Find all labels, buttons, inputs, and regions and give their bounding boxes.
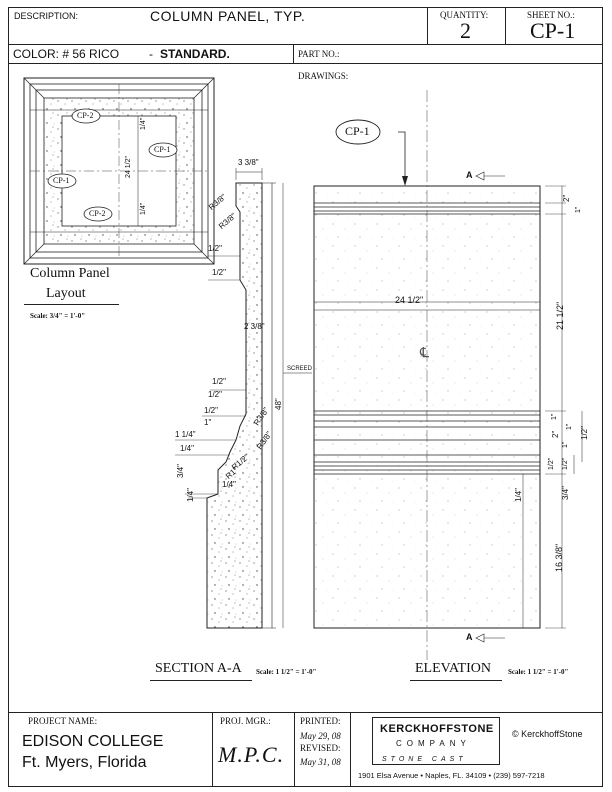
layout-dim-1: 1/4" (140, 117, 147, 130)
section-dim-h2: 1/2" (212, 268, 226, 277)
elev-dim-d13: 16 3/8" (554, 543, 564, 572)
company-logo-box (372, 717, 500, 765)
mgr-label: PROJ. MGR.: (220, 716, 271, 726)
elev-dim-d6: 1" (562, 441, 569, 448)
section-dim-c3: 1/4" (186, 488, 195, 502)
elev-dim-d3: 21 1/2" (555, 301, 565, 330)
section-dim-mid: 2 3/8" (244, 322, 265, 331)
section-title-underline (150, 680, 252, 681)
layout-title-2: Layout (46, 286, 86, 301)
section-dim-b2: 1/4" (180, 444, 194, 453)
elevation-width: 24 1/2" (395, 295, 424, 305)
elevation-tag: CP-1 (345, 124, 370, 138)
elev-dim-d10: 1/2" (562, 457, 569, 470)
section-dim-c2: 1/4" (222, 480, 236, 489)
elevation-panel (313, 90, 583, 660)
quantity-value: 2 (460, 18, 471, 43)
section-profile (175, 168, 312, 629)
layout-dim-3: 1/4" (140, 202, 147, 215)
elevation-centerline: ℄ (420, 346, 429, 361)
layout-tag-cp2-top: CP-2 (77, 111, 94, 120)
revised-value: May 31, 08 (300, 757, 341, 767)
elev-dim-d1: 2" (562, 194, 571, 202)
elev-dim-d4: 1" (551, 413, 558, 420)
section-title: SECTION A-A (155, 661, 242, 676)
section-screed: SCREED (287, 366, 313, 372)
elevation-cut-a-bottom: A (466, 632, 473, 642)
section-dim-top: 3 3/8" (238, 158, 259, 167)
footer-div-2 (294, 712, 295, 787)
project-name: EDISON COLLEGE (22, 733, 164, 750)
revised-label: REVISED: (300, 743, 341, 753)
company-copyright: © KerckhoffStone (512, 729, 583, 739)
header-bottom-line (8, 44, 603, 45)
section-dim-h1: 1/2" (208, 244, 222, 253)
elevation-scale: Scale: 1 1/2" = 1'-0" (508, 668, 569, 676)
header-divider-2 (505, 7, 506, 45)
section-dim-a1: 1/2" (212, 377, 226, 386)
elevation-cut-a-top: A (466, 170, 473, 180)
elevation-title-underline (410, 680, 502, 681)
company-tag: STONE CAST (382, 756, 467, 763)
company-name: KERCKHOFFSTONE (380, 723, 494, 735)
layout-scale: Scale: 3/4" = 1'-0" (30, 312, 86, 320)
elev-dim-d11: 3/4" (561, 486, 570, 500)
section-dim-a2: 1/2" (208, 390, 222, 399)
elev-dim-d2: 1" (575, 206, 582, 213)
printed-value: May 29, 08 (300, 731, 341, 741)
layout-title-underline (24, 304, 119, 305)
elev-dim-d8: 1" (566, 423, 573, 430)
section-dim-height: 48" (274, 398, 283, 410)
section-dim-a3: 1/2" (204, 406, 218, 415)
description-value: COLUMN PANEL, TYP. (150, 8, 306, 24)
sheet-label: SHEET NO.: (527, 10, 575, 20)
header-divider-1 (427, 7, 428, 45)
section-dim-a4: 1" (204, 418, 212, 427)
company-address: 1901 Elsa Avenue • Naples, FL. 34109 • (… (358, 771, 545, 780)
elev-dim-d7: 1/2" (580, 426, 589, 440)
part-label: PART NO.: (298, 49, 340, 59)
color-label: COLOR: # 56 RICO (13, 47, 120, 61)
drawings-label: DRAWINGS: (298, 71, 349, 81)
elev-dim-d5: 2" (551, 430, 560, 438)
company-sub: COMPANY (396, 739, 471, 748)
layout-title: Column Panel (30, 266, 110, 281)
color-row-line (8, 63, 603, 64)
color-value: STANDARD. (160, 47, 230, 61)
section-scale: Scale: 1 1/2" = 1'-0" (256, 668, 317, 676)
part-divider (293, 44, 294, 64)
layout-plan (23, 77, 215, 265)
footer-div-3 (350, 712, 351, 787)
drawing-sheet (8, 7, 603, 787)
layout-tag-cp1-left: CP-1 (53, 176, 70, 185)
project-label: PROJECT NAME: (28, 716, 98, 726)
section-dim-b1: 1 1/4" (175, 430, 196, 439)
layout-dim-2: 24 1/2" (125, 156, 132, 178)
sheet-value: CP-1 (530, 18, 576, 43)
footer-top-line (8, 712, 603, 713)
elev-dim-d9: 1/2" (548, 457, 555, 470)
quantity-label: QUANTITY: (440, 10, 489, 20)
layout-tag-cp1-right: CP-1 (154, 145, 171, 154)
printed-label: PRINTED: (300, 716, 341, 726)
description-label: DESCRIPTION: (14, 11, 79, 21)
elev-dim-d12: 1/4" (514, 488, 523, 502)
footer-div-1 (212, 712, 213, 787)
color-dash: - (149, 47, 153, 61)
mgr-value: M.P.C. (218, 742, 285, 767)
section-dim-c1: 3/4" (176, 464, 185, 478)
elevation-title: ELEVATION (415, 661, 491, 676)
layout-tag-cp2-bottom: CP-2 (89, 209, 106, 218)
project-location: Ft. Myers, Florida (22, 754, 147, 771)
